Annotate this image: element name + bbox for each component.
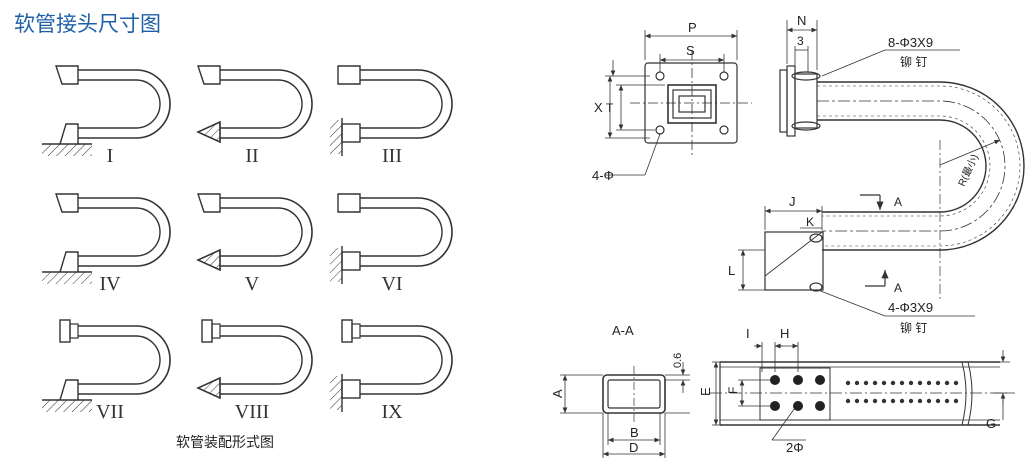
dim-2phi: 2Φ [786,440,804,455]
hose-dot [926,380,932,386]
dim-H: H [780,326,789,341]
variant-4: IV [42,193,171,295]
section-aa-view [560,362,690,458]
hose-dot [899,380,905,386]
section-title: A-A [612,323,634,338]
dim-0.6: 0.6 [672,353,684,368]
flange-front-view [605,30,752,176]
hose-dot [944,380,950,386]
dim-L: L [728,263,735,278]
hose-dot [845,398,851,404]
hose-dot [944,398,950,404]
hose-dot [845,380,851,386]
variant-9: IX [330,319,453,423]
rivet-bottom-cn: 铆 钉 [900,320,927,335]
dim-I: I [746,326,750,341]
variant-label: IV [99,273,121,295]
variant-label: IX [381,401,403,423]
dim-S: S [686,43,695,58]
variant-label: VII [96,401,124,423]
dim-K: K [806,215,814,229]
hose-dot [854,380,860,386]
hose-dot [881,380,887,386]
variant-label: VI [381,273,402,295]
rivet-top-cn: 铆 钉 [900,54,927,69]
hose-dot [890,398,896,404]
hose-dot-rows [845,380,959,404]
rivet-holes [770,375,825,411]
section-mark-bottom: A [894,281,902,295]
hose-dot [917,380,923,386]
assembly-caption: 软管装配形式图 [176,435,274,451]
dim-N: N [797,13,806,28]
variant-1: I [42,65,171,167]
dim-X: X [594,100,603,115]
variant-label: I [107,145,114,167]
dim-D: D [629,440,638,455]
dim-J: J [789,194,796,209]
hose-dot [863,380,869,386]
hose-side-view [738,20,1025,317]
plan-view [710,342,1015,441]
dim-B: B [630,425,639,440]
variant-6: VI [330,193,453,295]
hose-dot [899,398,905,404]
hole-label: 4-Φ [592,168,614,183]
variant-5: V [196,193,313,295]
variant-label: VIII [235,401,269,423]
hose-dot [908,380,914,386]
hose-dot [872,380,878,386]
hose-dot [890,380,896,386]
dim-A: A [550,389,565,398]
variant-8: VIII [196,319,313,423]
dim-P: P [688,20,697,35]
variant-7: VII [42,319,171,423]
hose-dot [908,398,914,404]
variant-label: V [245,273,260,295]
hose-dot [935,380,941,386]
dim-G: G [986,416,996,431]
hose-dot [935,398,941,404]
hose-dot [953,398,959,404]
dim-F: F [726,387,740,394]
variant-label: III [382,145,402,167]
variant-2: II [196,65,313,167]
rivet-bottom-label: 4-Φ3X9 [888,300,933,315]
rivet-top-label: 8-Φ3X9 [888,35,933,50]
radius-label: R(最小) [956,152,981,188]
variant-label: II [245,145,258,167]
hose-dot [872,398,878,404]
variant-3: III [330,65,453,167]
page-title: 软管接头尺寸图 [14,12,161,36]
hose-dot [926,398,932,404]
dim-T: T [606,101,614,115]
hose-dot [917,398,923,404]
section-mark-top: A [894,195,902,209]
dim-3: 3 [797,34,804,48]
hose-dot [854,398,860,404]
dim-E: E [698,387,713,396]
hose-dot [863,398,869,404]
hose-dot [881,398,887,404]
hose-dot [953,380,959,386]
